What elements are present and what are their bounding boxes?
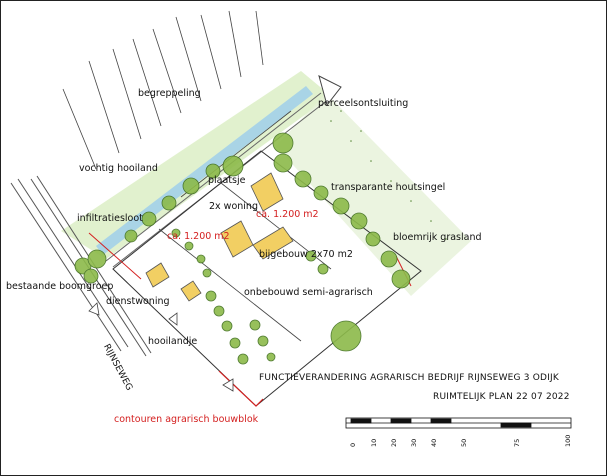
scale-tick: 40 [430,438,438,447]
label-begreppeling: begreppeling [138,88,201,99]
label-contouren: contouren agrarisch bouwblok [114,414,259,425]
label-vochtig-hooiland: vochtig hooiland [79,163,158,174]
view-arrow-3 [222,378,234,392]
buildings [145,172,294,302]
bouwblok-outline [112,150,422,407]
scale-tick: 75 [513,438,521,447]
label-area-2: ca. 1.200 m2 [167,231,230,242]
begreppeling-arrows [62,10,264,170]
label-transparante-houtsingel: transparante houtsingel [331,182,446,193]
plan-subtitle: RUIMTELIJK PLAN 22 07 2022 [433,392,570,402]
label-perceelsontsluiting: perceelsontsluiting [318,98,409,109]
scale-tick: 30 [410,438,418,447]
label-infiltratiesloot: infiltratiesloot [77,213,143,224]
woning-1 [250,172,284,212]
label-woning: 2x woning [209,201,258,212]
road-arrow-head [318,75,342,107]
view-arrow-2 [168,312,178,326]
label-bloemrijk-grasland: bloemrijk grasland [393,232,482,243]
label-area-1: ca. 1.200 m2 [256,209,319,220]
label-dienstwoning: dienstwoning [106,296,170,307]
label-onbebouwd: onbebouwd semi-agrarisch [244,287,373,298]
vochtig-hooiland-area [61,71,331,259]
meadow-stipple [330,110,447,240]
plan-title: FUNCTIEVERANDERING AGRARISCH BEDRIJF RIJ… [259,373,559,383]
scale-bar [345,417,572,429]
scale-tick: 20 [390,438,398,447]
scale-tick: 10 [370,438,378,447]
label-plaatsje: plaatsje [208,175,246,186]
label-bijgebouw: bijgebouw 2x70 m2 [259,249,353,260]
scale-tick: 50 [460,438,468,447]
shed [180,280,202,302]
trees [74,132,411,365]
label-bestaande-boomgroep: bestaande boomgroep [6,281,114,292]
dienstwoning [145,262,170,288]
scale-tick: 100 [564,434,572,447]
bijgebouw [252,226,294,260]
scale-tick: 0 [349,442,357,447]
label-hooilandje: hooilandje [148,336,198,347]
view-arrow-1 [88,302,100,316]
bloemrijk-grasland-area [276,93,471,296]
